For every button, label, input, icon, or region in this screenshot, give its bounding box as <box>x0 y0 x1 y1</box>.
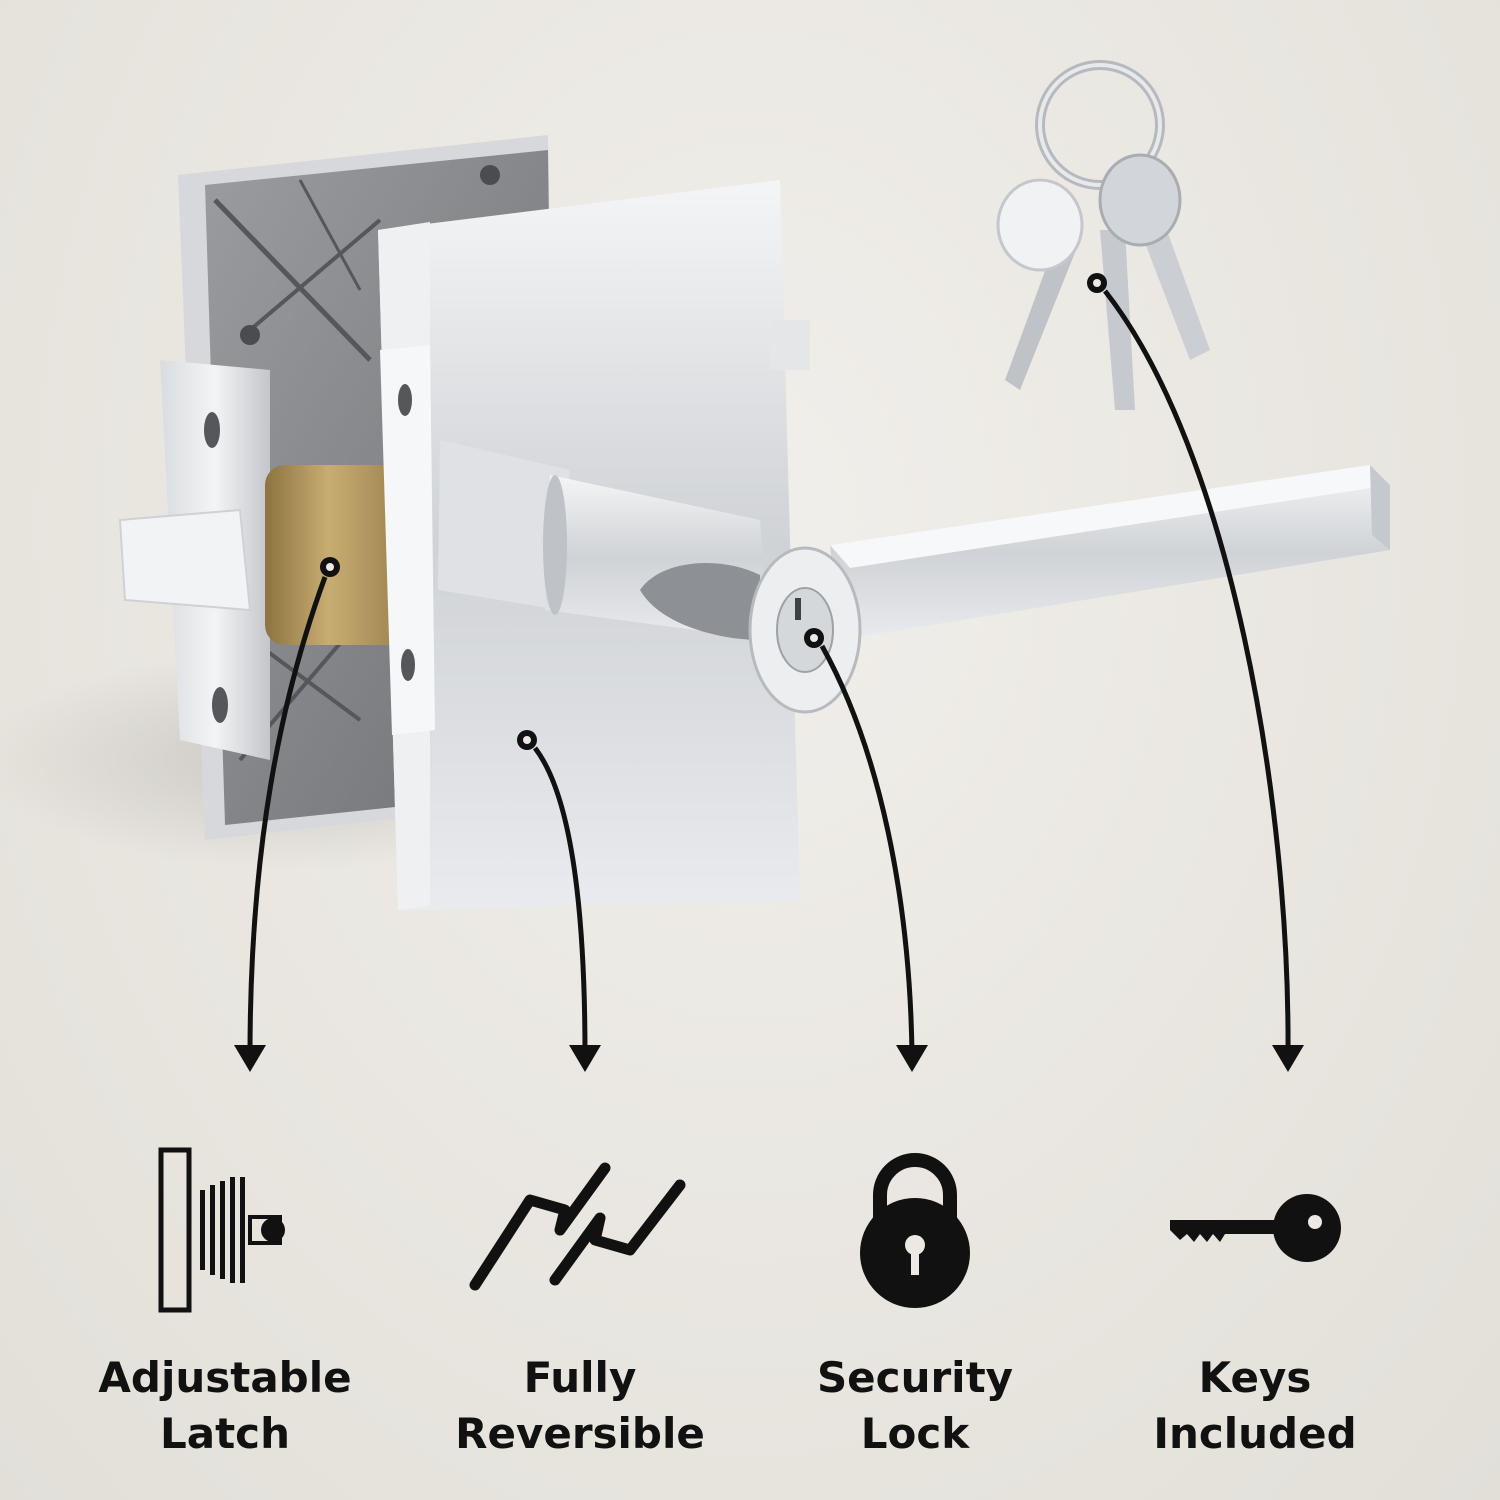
latch-icon <box>158 1147 285 1313</box>
padlock-icon <box>860 1153 970 1308</box>
keys-illustration <box>996 60 1210 410</box>
callout-security <box>804 628 928 1072</box>
door-lever-illustration <box>0 60 1390 1072</box>
feature-label: Keys Included <box>1153 1353 1357 1458</box>
key-icon <box>1170 1194 1341 1262</box>
feature-label: Adjustable Latch <box>98 1353 352 1458</box>
callout-reversible <box>517 730 601 1072</box>
feature-fully-reversible: Fully Reversible <box>430 1130 730 1470</box>
feature-adjustable-latch: Adjustable Latch <box>75 1130 375 1470</box>
reversible-lever-icon <box>469 1162 686 1291</box>
feature-keys-included: Keys Included <box>1105 1130 1405 1470</box>
lever-neck <box>438 440 770 640</box>
feature-label: Security Lock <box>816 1353 1014 1458</box>
lever-arm <box>830 465 1390 640</box>
callout-keys <box>1087 273 1304 1072</box>
callout-latch <box>234 557 340 1072</box>
feature-security-lock: Security Lock <box>765 1130 1065 1470</box>
feature-label: Fully Reversible <box>455 1353 705 1458</box>
